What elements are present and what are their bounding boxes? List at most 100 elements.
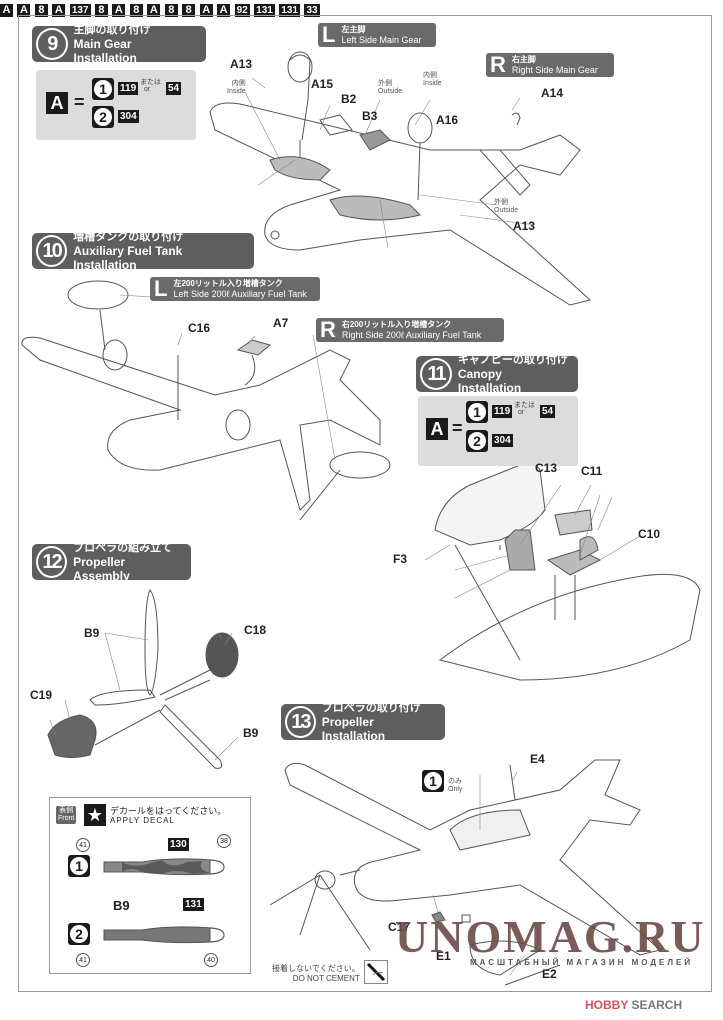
side-letter: R: [490, 52, 506, 77]
step-11-header: 11 キャノピーの取り付け Canopy Installation: [416, 354, 578, 395]
color-code: 54: [540, 405, 556, 418]
color-code-33: 33: [304, 4, 320, 17]
step-number: 9: [36, 28, 68, 60]
step-13-header: 13 プロペラの取り付け Propeller Installation: [281, 702, 445, 743]
apply-decal-en: APPLY DECAL: [110, 816, 175, 825]
decal-number: 40: [204, 953, 218, 967]
step-9-header: 9 主脚の取り付け Main Gear Installation: [32, 24, 206, 65]
color-a-marker: A: [17, 3, 31, 17]
decal-number: 41: [76, 953, 90, 967]
part-f3: F3: [393, 552, 408, 566]
credit-brand-b: SEARCH: [631, 998, 683, 1012]
color-code: 119: [118, 82, 139, 95]
watermark-subtitle: МАСШТАБНЫЙ МАГАЗИН МОДЕЛЕЙ: [470, 958, 694, 967]
no-cement-icon: [364, 960, 388, 984]
step-title-jp: プロペラの組み立て: [73, 542, 173, 554]
side-en: Right Side Main Gear: [511, 65, 598, 75]
color-a-marker: A: [0, 3, 13, 17]
part-a13-bottom: A13: [513, 219, 536, 233]
color-8-marker: 8: [129, 3, 143, 17]
step-title-jp: プロペラの取り付け: [321, 702, 421, 714]
side-letter: L: [154, 276, 168, 301]
color-a-marker: A: [147, 3, 161, 17]
step-number: 11: [420, 358, 452, 390]
part-b3: B3: [362, 109, 378, 123]
color-code-137: 137: [69, 4, 91, 17]
color-key-a: A: [426, 418, 448, 440]
step11-canopy-drawing: [434, 463, 701, 681]
or-en: or: [144, 86, 151, 93]
side-letter: R: [320, 317, 336, 342]
version-1-only-badge: 1: [422, 770, 444, 792]
do-not-cement-note: 接着しないでください。DO NOT CEMENT: [272, 964, 360, 983]
step-title-en: Main Gear Installation: [73, 37, 137, 65]
or-jp: または: [514, 402, 535, 409]
step-number: 10: [36, 235, 68, 267]
decal-number: 41: [76, 838, 90, 852]
color-code: 54: [166, 82, 182, 95]
part-b9: B9: [113, 898, 130, 913]
part-c10: C10: [638, 527, 661, 541]
part-a7: A7: [273, 316, 289, 330]
apply-decal-jp: デカールをはってください。: [110, 806, 227, 816]
part-a16: A16: [436, 113, 459, 127]
or-en: or: [518, 409, 525, 416]
color-legend-step9: A = 1 119 または or 54 2 304: [36, 70, 196, 140]
step9-aircraft-drawing: [209, 51, 592, 306]
color-code-131: 131: [279, 4, 300, 17]
step12-propeller-drawing: [47, 589, 239, 769]
color-a-marker: A: [199, 3, 213, 17]
version-1-badge: 1: [68, 855, 90, 877]
side-jp: 右主脚: [511, 55, 536, 64]
color-code: 304: [118, 110, 139, 123]
step-number: 13: [285, 706, 316, 738]
version-2-badge: 2: [92, 106, 114, 128]
credit-brand-a: HOBBY: [585, 998, 629, 1012]
color-code-131: 131: [183, 898, 204, 911]
watermark-logo: UNOMAG.RU: [395, 911, 706, 962]
blade-2-solid: [103, 926, 225, 944]
color-code: 304: [492, 434, 513, 447]
color-code: 119: [492, 405, 513, 418]
version-2-badge: 2: [68, 923, 90, 945]
color-legend-step11: A = 1 119 または or 54 2 304: [418, 396, 578, 466]
color-code-130: 130: [168, 838, 189, 851]
part-b9: B9: [243, 726, 259, 740]
star-decal-icon: ★: [84, 804, 106, 826]
part-e2: E2: [542, 967, 557, 981]
version-1-badge: 1: [92, 78, 114, 100]
step-title-en: Auxiliary Fuel Tank Installation: [73, 244, 183, 272]
step-title-jp: 増槽タンクの取り付け: [73, 231, 184, 243]
page-border: [18, 15, 712, 992]
step-12-header: 12 プロペラの組み立て Propeller Assembly: [32, 542, 191, 583]
part-c18: C18: [244, 623, 267, 637]
side-en: Left Side Main Gear: [341, 35, 422, 45]
step-number: 12: [36, 546, 68, 578]
color-a-marker: A: [52, 3, 66, 17]
color-a-marker: A: [217, 3, 231, 17]
part-e4: E4: [530, 752, 545, 766]
part-a13: A13: [230, 57, 253, 71]
side-jp: 左主脚: [341, 25, 366, 34]
part-c17: C17: [388, 920, 411, 934]
color-8-marker: 8: [94, 3, 108, 17]
part-b2: B2: [341, 92, 357, 106]
version-1-badge: 1: [466, 401, 488, 423]
side-jp: 右200リットル入り増槽タンク: [341, 320, 452, 329]
decal-number: 38: [217, 834, 231, 848]
blade-1-camo: [103, 858, 225, 876]
version-2-badge: 2: [466, 430, 488, 452]
color-8-marker: 8: [164, 3, 178, 17]
step-title-en: Propeller Assembly: [73, 555, 130, 583]
or-jp: または: [140, 79, 161, 86]
part-c19: C19: [30, 688, 53, 702]
